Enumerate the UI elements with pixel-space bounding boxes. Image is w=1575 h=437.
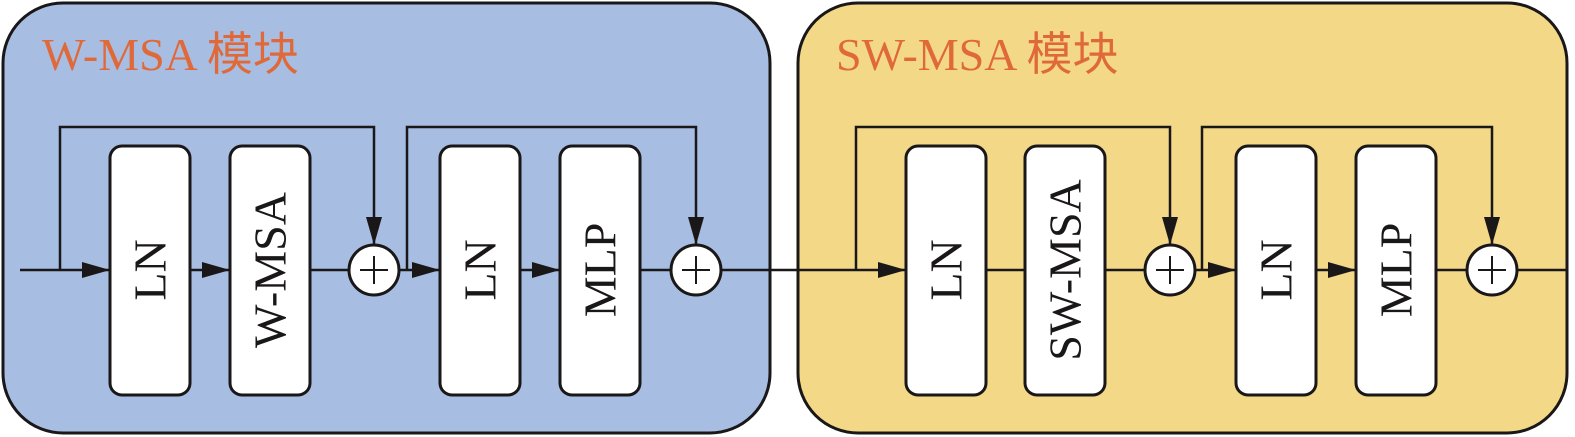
add-icon xyxy=(1143,243,1197,297)
block-mlp-2: MLP xyxy=(1354,144,1438,397)
svg-text:LN: LN xyxy=(125,239,176,300)
skip-connection-1 xyxy=(58,125,382,270)
block-ln-4: LN xyxy=(1234,144,1318,397)
panel-title-sw-msa: SW-MSA 模块 xyxy=(836,29,1118,80)
svg-text:MLP: MLP xyxy=(575,223,626,318)
block-ln-1: LN xyxy=(108,144,192,397)
connections-w-msa xyxy=(20,125,856,278)
svg-text:LN: LN xyxy=(921,239,972,300)
add-icon xyxy=(347,243,401,297)
add-icon xyxy=(1465,243,1519,297)
skip-connection-3 xyxy=(854,125,1178,270)
add-icon xyxy=(669,243,723,297)
svg-text:LN: LN xyxy=(1251,239,1302,300)
block-ln-2: LN xyxy=(438,144,522,397)
skip-connection-2 xyxy=(405,125,704,270)
block-mlp-1: MLP xyxy=(558,144,642,397)
block-sw-msa: SW-MSA xyxy=(1023,144,1107,397)
svg-text:LN: LN xyxy=(455,239,506,300)
connections-sw-msa xyxy=(854,125,1567,278)
svg-text:SW-MSA: SW-MSA xyxy=(1040,179,1091,360)
skip-connection-4 xyxy=(1200,125,1500,270)
svg-text:W-MSA: W-MSA xyxy=(245,192,296,348)
svg-text:MLP: MLP xyxy=(1371,223,1422,318)
block-ln-3: LN xyxy=(904,144,988,397)
block-w-msa: W-MSA xyxy=(228,144,312,397)
panel-title-w-msa: W-MSA 模块 xyxy=(42,29,299,80)
